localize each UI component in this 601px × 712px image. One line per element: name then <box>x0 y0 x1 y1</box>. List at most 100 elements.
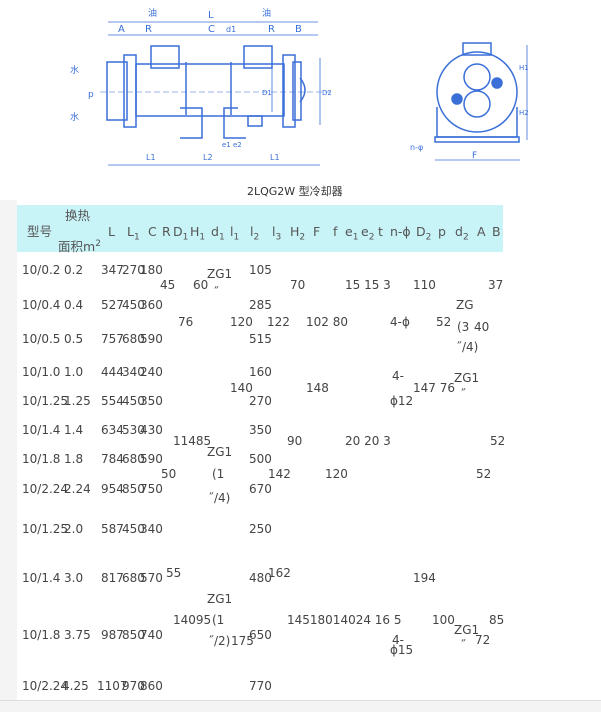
cell-l1: 850 <box>122 628 145 642</box>
cell-l: 634 <box>101 423 124 437</box>
cell-p: 52 <box>436 315 452 329</box>
header-l1: l1 <box>230 225 239 245</box>
cell-H2: 90 <box>287 434 303 448</box>
cell-d1: ZG1 <box>207 592 233 606</box>
front-view: 油 L 油 A R C d1 R B 水 p 水 D1 D2 L1 L2 L1 … <box>70 7 332 166</box>
cell-l1: 140 <box>230 381 253 395</box>
cell-D2: 110 <box>413 278 436 292</box>
header-e2: e2 <box>361 225 374 245</box>
cell-l2: 670 <box>249 482 272 496</box>
cell-D1: 76 <box>178 315 194 329</box>
header-l2-sub: 2 <box>253 232 260 243</box>
cell-H2-F-f-e: 14518014024 16 5 <box>287 613 402 627</box>
cell-F: 148 <box>306 381 329 395</box>
header-H2-sub: 2 <box>299 232 306 243</box>
cell-c: 240 <box>140 365 163 379</box>
table-header <box>17 205 503 252</box>
cell-H2: 70 <box>290 278 306 292</box>
cell-l1: 680 <box>122 452 145 466</box>
header-l1-text: l <box>230 224 234 239</box>
cell-model: 10/1.25 <box>22 394 69 408</box>
cell-l2: 350 <box>249 423 272 437</box>
drawing-label-water-bottom: 水 <box>70 111 79 123</box>
cell-n-phi: 4- <box>392 633 404 647</box>
cell-R: 45 <box>160 278 176 292</box>
cell-model: 10/0.2 <box>22 263 61 277</box>
header-t: t <box>378 224 383 239</box>
cell-l2: 250 <box>249 522 272 536</box>
drawing-label-n-phi: n-φ <box>410 143 423 152</box>
cell-l: 1107 <box>97 679 128 693</box>
header-L1-text: L <box>127 224 134 239</box>
cell-l2: 270 <box>249 394 272 408</box>
header-l1-sub: 1 <box>233 232 240 243</box>
cell-model: 10/2.24 <box>22 482 69 496</box>
header-d1-text: d <box>211 224 219 239</box>
cell-c: 430 <box>140 423 163 437</box>
cell-D2-p: 147 76 <box>413 381 455 395</box>
cell-n-phi-2: ϕ12 <box>390 394 414 408</box>
cell-area: 1.25 <box>64 394 91 408</box>
left-gutter <box>0 200 17 700</box>
drawing-label-A: A <box>118 24 125 35</box>
cell-l3: 122 <box>267 315 290 329</box>
drawing-label-C: C <box>208 24 215 35</box>
header-d1: d1 <box>211 225 225 245</box>
cell-l1: 680 <box>122 571 145 585</box>
cell-F: 120 <box>325 467 348 481</box>
cell-l1: 270 <box>122 263 145 277</box>
drawing-label-H1: H1 <box>519 64 529 72</box>
cell-model: 10/1.4 <box>22 571 61 585</box>
cell-l1: 680 <box>122 332 145 346</box>
cell-p: 100 <box>432 613 455 627</box>
drawing-label-F: F <box>472 151 477 161</box>
cell-d1-2: (1 <box>212 613 225 627</box>
drawing-label-B: B <box>295 24 302 35</box>
header-e1-sub: 1 <box>352 232 359 243</box>
cell-D2: 194 <box>413 571 436 585</box>
cell-d1-3: ˝/2) <box>208 634 231 648</box>
cooler-drawing: 油 L 油 A R C d1 R B 水 p 水 D1 D2 L1 L2 L1 … <box>70 7 529 166</box>
header-model: 型号 <box>27 224 53 239</box>
cell-e1-e2-t: 20 20 3 <box>345 434 391 448</box>
cell-model: 10/0.5 <box>22 332 61 346</box>
drawing-label-oil-right: 油 <box>262 7 271 19</box>
cell-d2-3: ˝/4) <box>456 340 479 354</box>
header-B: B <box>492 224 501 239</box>
header-area-sup: 2 <box>95 239 101 249</box>
cell-area: 3.0 <box>64 571 84 585</box>
header-H2: H2 <box>290 225 305 245</box>
header-D1-sub: 1 <box>182 232 189 243</box>
cell-area: 4.25 <box>62 679 89 693</box>
cell-area: 0.2 <box>64 263 84 277</box>
cell-n-phi: 4- <box>392 369 404 383</box>
cell-area: 0.4 <box>64 298 84 312</box>
cell-c: 750 <box>140 482 163 496</box>
header-C: C <box>148 224 157 239</box>
cell-area: 0.5 <box>64 332 84 346</box>
header-H1-sub: 1 <box>199 232 206 243</box>
header-D1-text: D <box>173 224 183 239</box>
cell-c: 740 <box>140 628 163 642</box>
cell-area: 1.8 <box>64 452 84 466</box>
drawing-label-R-left: R <box>145 24 152 35</box>
cell-l: 554 <box>101 394 124 408</box>
cell-l1: 450 <box>122 394 145 408</box>
cell-l: 757 <box>101 332 124 346</box>
cell-d2: ZG1 <box>454 623 480 637</box>
drawing-label-oil-left: 油 <box>148 7 157 19</box>
cell-l: 347 <box>101 263 124 277</box>
cell-d1-3: ˝/4) <box>208 491 231 505</box>
cell-d2-mark: ˝ <box>460 638 466 652</box>
header-d2-text: d <box>455 224 463 239</box>
cell-model: 10/1.8 <box>22 452 61 466</box>
cell-B: 37 <box>488 278 504 292</box>
cell-model: 10/1.25 <box>22 522 69 536</box>
header-d2: d2 <box>455 225 469 245</box>
cell-c: 360 <box>140 298 163 312</box>
header-p: p <box>438 224 446 239</box>
header-d2-sub: 2 <box>462 232 469 243</box>
cell-l2: 500 <box>249 452 272 466</box>
header-H1: H1 <box>190 225 205 245</box>
bottom-bar <box>0 700 601 712</box>
